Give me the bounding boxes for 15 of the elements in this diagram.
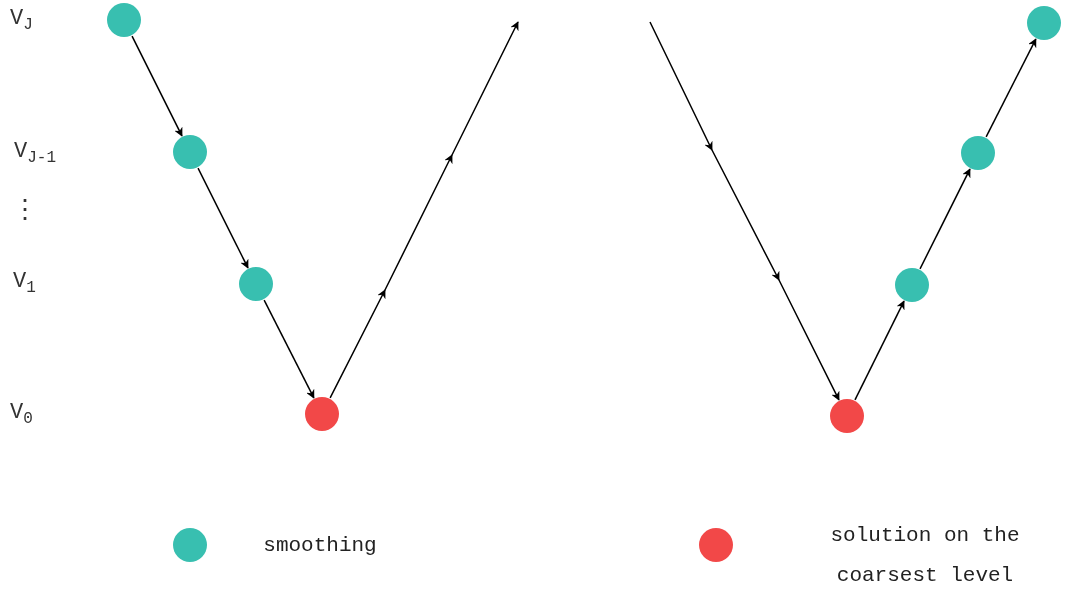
- arrow: [854, 300, 905, 401]
- legend-text: solution on the coarsest level: [829, 523, 1021, 589]
- ellipsis-mark: ⋮: [12, 196, 38, 228]
- arrow: [263, 299, 315, 399]
- level-label: V$_{1}$: [13, 271, 36, 297]
- arrow: [131, 35, 183, 137]
- arrow: [919, 168, 971, 270]
- level-label: V$_{J-1}$: [14, 141, 56, 167]
- arrow: [649, 21, 840, 401]
- arrow: [329, 21, 519, 399]
- level-label: V$_{J}$: [10, 8, 33, 34]
- arrow: [985, 38, 1037, 138]
- legend-text: smoothing: [262, 533, 378, 559]
- level-label: V$_{0}$: [10, 402, 33, 428]
- arrow: [197, 167, 249, 269]
